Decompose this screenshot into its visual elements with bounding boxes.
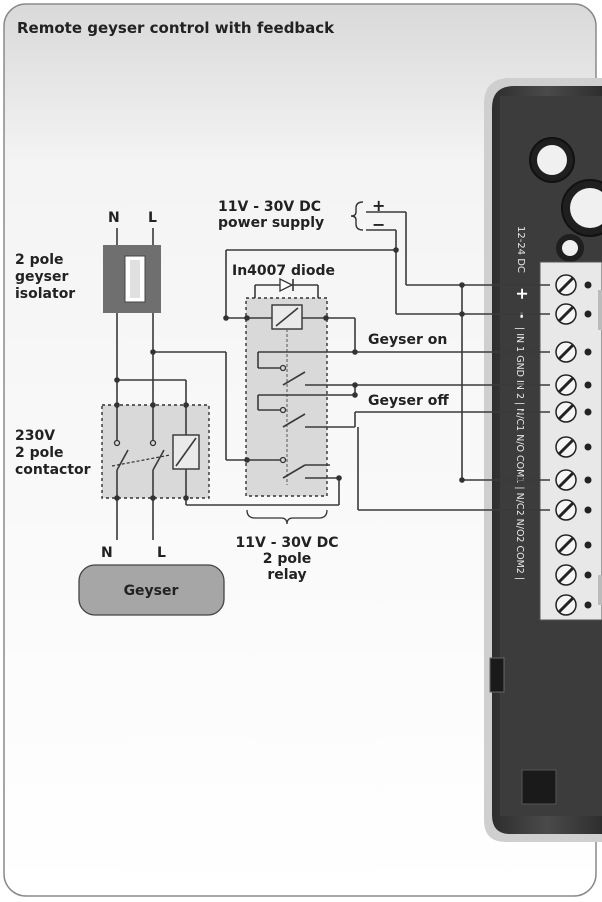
junction-dot [150, 402, 156, 408]
diode-label: In4007 diode [232, 263, 335, 279]
junction-dot [459, 311, 465, 317]
isolator-n-label: N [108, 210, 120, 226]
terminal-labels: | IN 1 GND IN 2 | N/C1 N/O COM1 | N/C2 N… [514, 327, 525, 580]
psu-plus-label: + [372, 196, 385, 215]
geyser-label: Geyser [124, 583, 179, 599]
psu-label-line2: power supply [218, 215, 324, 231]
isolator-label-line1: 2 pole [15, 252, 64, 268]
junction-dots [114, 247, 465, 501]
relay-label-line1: 11V - 30V DC [236, 535, 339, 551]
relay-label-line3: relay [267, 567, 306, 583]
junction-dot [183, 495, 189, 501]
geyser-l-label: L [157, 545, 166, 561]
junction-dot [114, 495, 120, 501]
junction-dot [352, 349, 358, 355]
geyser-off-label: Geyser off [368, 393, 449, 409]
junction-dot [352, 382, 358, 388]
device-plus-label: + [513, 287, 532, 300]
relay-label-line2: 2 pole [263, 551, 312, 567]
psu-minus-label: − [372, 215, 385, 234]
geyser-on-label: Geyser on [368, 332, 447, 348]
junction-dot [459, 477, 465, 483]
junction-dot [459, 282, 465, 288]
junction-dot [114, 377, 120, 383]
isolator-label-line2: geyser [15, 269, 68, 285]
junction-dot [244, 315, 250, 321]
junction-dot [114, 402, 120, 408]
controller-device: 12-24 DC + - | IN 1 GND IN 2 | N/C1 N/O … [484, 78, 602, 842]
junction-dot [244, 457, 250, 463]
contactor-label-line3: contactor [15, 462, 91, 478]
junction-dot [150, 349, 156, 355]
junction-dot [183, 402, 189, 408]
device-minus-label: - [513, 312, 532, 319]
geyser-n-label: N [101, 545, 113, 561]
junction-dot [223, 315, 229, 321]
terminal-label-power: 12-24 DC [515, 226, 526, 273]
psu-label-line1: 11V - 30V DC [218, 199, 321, 215]
isolator-l-label: L [148, 210, 157, 226]
junction-dot [393, 247, 399, 253]
junction-dot [323, 315, 329, 321]
diagram-title: Remote geyser control with feedback [17, 19, 335, 37]
isolator-label-line3: isolator [15, 286, 75, 302]
contactor-label-line2: 2 pole [15, 445, 64, 461]
junction-dot [336, 475, 342, 481]
junction-dot [352, 392, 358, 398]
junction-dot [150, 495, 156, 501]
geyser [78, 564, 225, 616]
contactor-label-line1: 230V [15, 428, 55, 444]
